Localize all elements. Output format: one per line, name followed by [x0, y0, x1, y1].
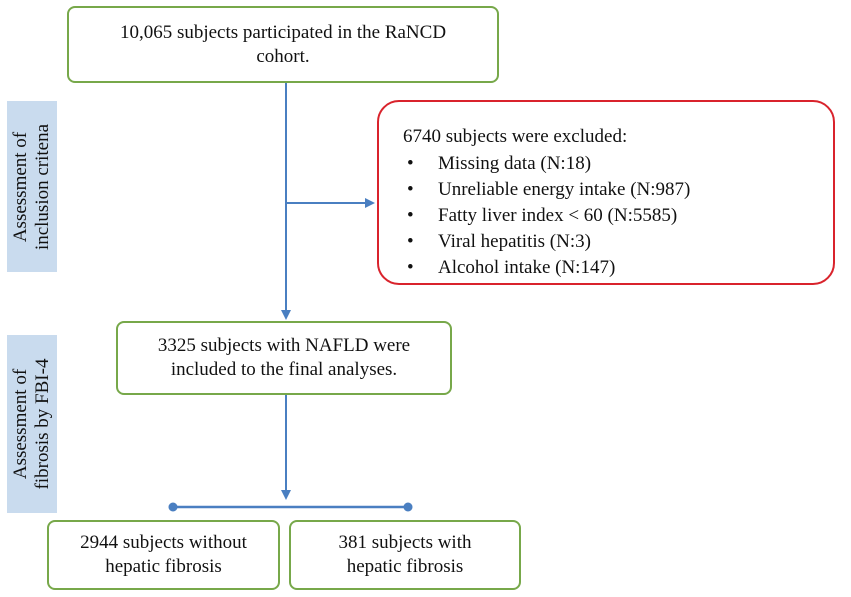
exclusion-list: • Missing data (N:18) • Unreliable energ… — [403, 151, 833, 281]
exclusion-title: 6740 subjects were excluded: — [403, 126, 628, 147]
split-bar-left-dot — [168, 502, 178, 512]
included-box-line1: 3325 subjects with NAFLD were — [157, 335, 411, 356]
exclusion-item-alcohol-intake: • Alcohol intake (N:147) — [403, 255, 833, 281]
cohort-box-line2: cohort. — [256, 45, 310, 67]
cohort-box: 10,065 subjects participated in the RaNC… — [67, 6, 499, 83]
split-bar-right-dot — [403, 502, 413, 512]
stage-label-inclusion-line1: Assessment of — [10, 131, 31, 242]
stage-label-inclusion-line2: inclusion critena — [32, 123, 53, 250]
without-fibrosis-line1: 2944 subjects without — [80, 532, 247, 553]
exclusion-item-energy-intake: • Unreliable energy intake (N:987) — [403, 177, 833, 203]
exclusion-item-viral-hepatitis: • Viral hepatitis (N:3) — [403, 229, 833, 255]
stage-label-inclusion: Assessment of inclusion critena — [7, 101, 57, 272]
bullet-icon: • — [407, 179, 414, 200]
included-box-line2: included to the final analyses. — [170, 359, 398, 380]
exclusion-item-fatty-liver-index: • Fatty liver index < 60 (N:5585) — [403, 203, 833, 229]
included-box: 3325 subjects with NAFLD were included t… — [116, 321, 452, 395]
bullet-icon: • — [407, 231, 414, 252]
without-fibrosis-line2: hepatic fibrosis — [105, 556, 222, 577]
stage-label-fibrosis: Assessment of fibrosis by FBI-4 — [7, 335, 57, 513]
bullet-icon: • — [407, 205, 414, 226]
exclusion-item-label: Unreliable energy intake (N:987) — [438, 179, 691, 200]
with-fibrosis-line1: 381 subjects with — [338, 532, 472, 553]
stage-label-fibrosis-line1: Assessment of — [10, 368, 31, 480]
without-fibrosis-box: 2944 subjects without hepatic fibrosis — [47, 520, 280, 590]
with-fibrosis-line2: hepatic fibrosis — [346, 556, 464, 577]
exclusion-item-label: Missing data (N:18) — [438, 153, 592, 174]
bullet-icon: • — [407, 153, 414, 174]
exclusion-item-missing-data: • Missing data (N:18) — [403, 151, 833, 177]
cohort-box-line1: 10,065 subjects participated in the RaNC… — [119, 21, 447, 43]
exclusion-item-label: Viral hepatitis (N:3) — [438, 231, 591, 252]
with-fibrosis-box: 381 subjects with hepatic fibrosis — [289, 520, 521, 590]
exclusion-item-label: Fatty liver index < 60 (N:5585) — [438, 205, 678, 226]
stage-label-fibrosis-line2: fibrosis by FBI-4 — [32, 358, 53, 490]
exclusion-item-label: Alcohol intake (N:147) — [438, 257, 616, 278]
exclusion-box: 6740 subjects were excluded: • Missing d… — [377, 100, 835, 285]
bullet-icon: • — [407, 257, 414, 278]
